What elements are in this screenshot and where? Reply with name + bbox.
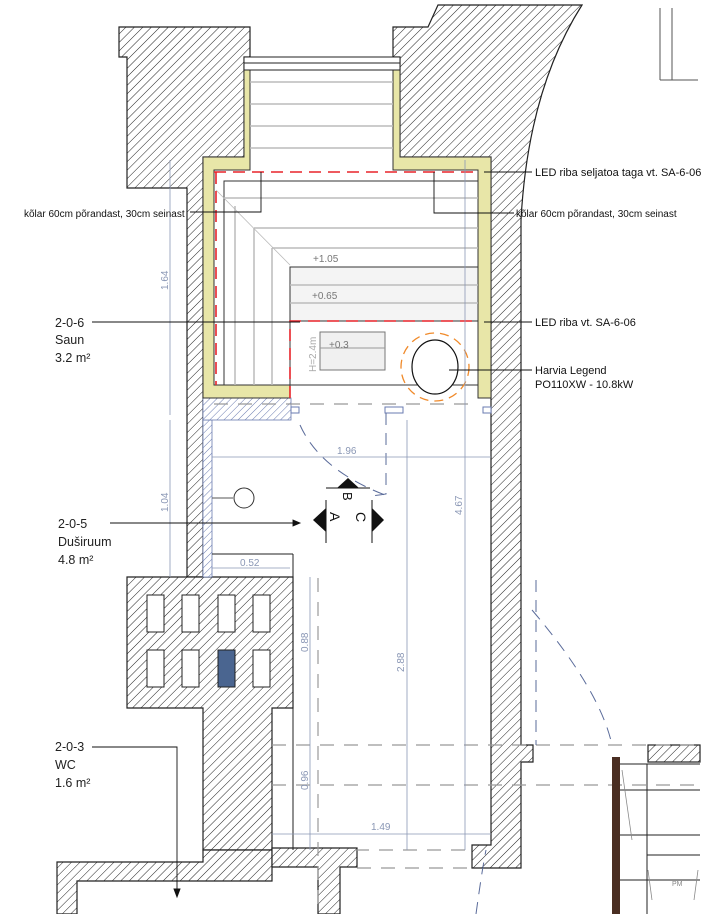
door-swing-large (475, 609, 613, 914)
level-lower: +0.3 (329, 340, 349, 351)
shower-wall-insulation (202, 419, 213, 578)
room-name: WC (55, 758, 76, 772)
wall-top-left (118, 26, 251, 578)
room-area: 3.2 m² (55, 351, 90, 365)
room-area: 4.8 m² (58, 553, 93, 567)
shower-curtain-line (371, 413, 387, 497)
heater (400, 332, 470, 402)
room-area: 1.6 m² (55, 776, 90, 790)
flue-openings (146, 594, 271, 688)
wc-dashed-lines (272, 578, 700, 914)
insulation-right (392, 69, 492, 399)
top-right-fixture (659, 8, 698, 81)
wall-bottom-mid (271, 847, 358, 914)
dim-1-49: 1.49 (371, 822, 391, 833)
note-hook-left: kõlar 60cm põrandast, 30cm seinast (24, 209, 185, 220)
wall-bottom-right-stub (647, 744, 701, 763)
dim-4-67: 4.67 (454, 495, 465, 515)
room-code: 2-0-3 (55, 740, 84, 754)
dim-0-52: 0.52 (240, 558, 260, 569)
dim-0-96: 0.96 (300, 770, 311, 790)
dim-1-64: 1.64 (160, 270, 171, 290)
ceiling-height: H=2.4m (308, 337, 319, 372)
dim-0-88: 0.88 (300, 632, 311, 652)
section-mark-a: A (327, 512, 343, 522)
note-heater-2: PO110XW - 10.8kW (535, 379, 634, 391)
sauna-bench-outline (215, 180, 479, 398)
dim-1-04: 1.04 (160, 492, 171, 512)
note-led-bench: LED riba vt. SA-6-06 (535, 317, 636, 329)
room-label-dusiruum: 2-0-5 Duširuum 4.8 m² (58, 517, 112, 567)
door-hinges (290, 406, 492, 414)
room-label-saun: 2-0-6 Saun 3.2 m² (55, 316, 90, 365)
room-code: 2-0-5 (58, 517, 87, 531)
section-mark-b: B (340, 492, 355, 501)
note-hook-right: kõlar 60cm põrandast, 30cm seinast (516, 209, 677, 220)
led-strip-bench (289, 320, 478, 398)
room-code: 2-0-6 (55, 316, 84, 330)
sauna-floor-edge (202, 397, 292, 421)
room-name: Saun (55, 333, 84, 347)
wall-bottom-left (56, 849, 273, 914)
active-flue (217, 649, 236, 688)
level-middle: +0.65 (312, 291, 338, 302)
shower-drain (212, 487, 255, 509)
stair-bottom-right (612, 757, 700, 914)
dim-2-88: 2.88 (396, 652, 407, 672)
dimension-lines (169, 160, 491, 850)
level-upper: +1.05 (313, 254, 339, 265)
section-markers (313, 478, 384, 543)
stair-top (243, 56, 401, 149)
stamp-pm: PM (672, 881, 683, 888)
room-name: Duširuum (58, 535, 112, 549)
door-swing-sauna (299, 424, 386, 496)
dim-1-96: 1.96 (337, 446, 357, 457)
section-mark-c: C (353, 512, 369, 522)
note-led-back: LED riba seljatoa taga vt. SA-6-06 (535, 167, 701, 179)
wall-right (392, 4, 584, 869)
room-label-wc: 2-0-3 WC 1.6 m² (55, 740, 90, 790)
note-heater-1: Harvia Legend (535, 365, 607, 377)
leader-lines (92, 171, 532, 899)
